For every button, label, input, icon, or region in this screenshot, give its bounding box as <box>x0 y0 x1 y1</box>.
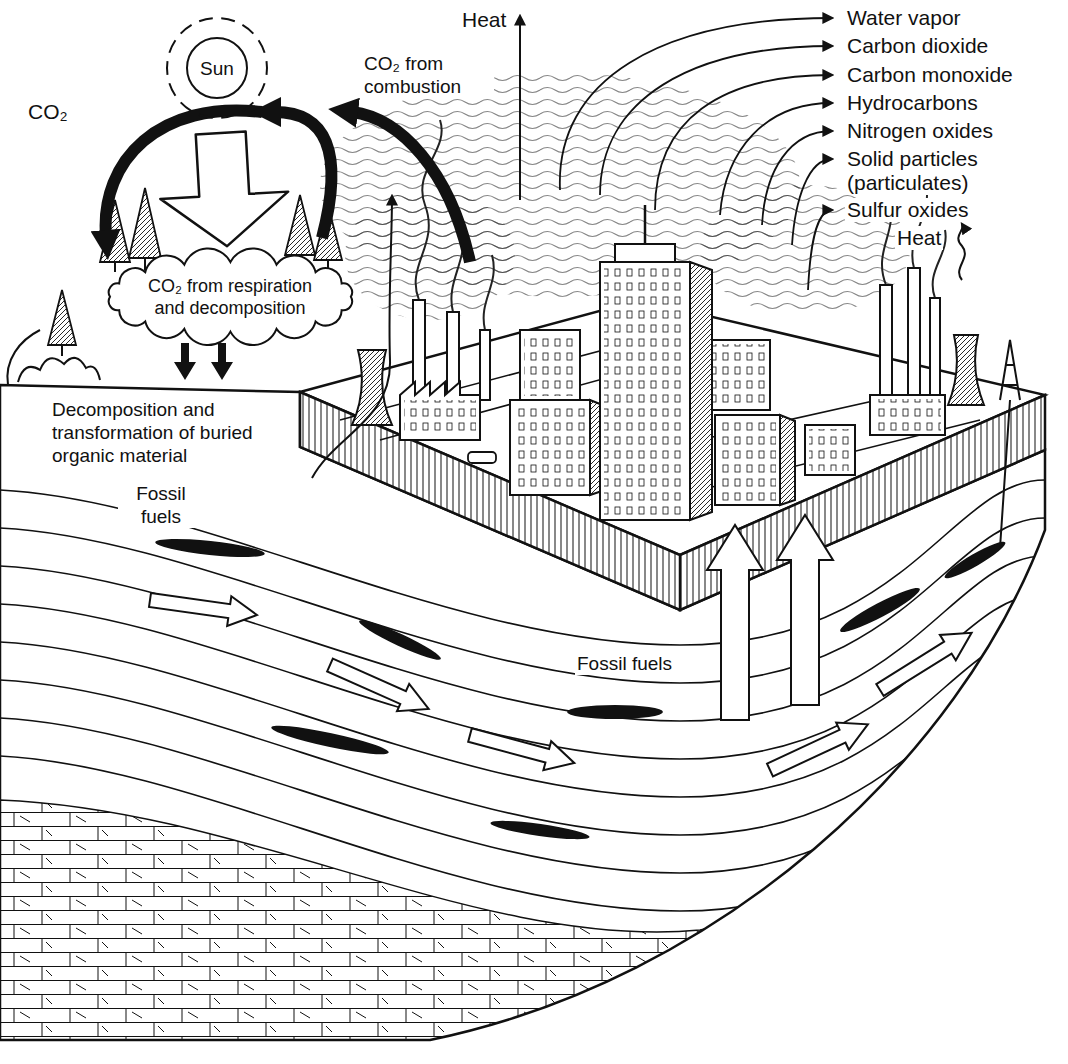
sun-ray <box>181 102 192 111</box>
building-windows <box>719 419 776 501</box>
sun-ray <box>166 61 168 75</box>
decomposition-arrow <box>312 196 392 478</box>
flow-arrow <box>764 711 875 784</box>
sun-ray <box>242 25 253 34</box>
sun-ray <box>169 40 175 53</box>
emission-label: Carbon monoxide <box>845 63 1015 87</box>
fossil-fuel-deposit <box>567 705 663 719</box>
emission-arrow <box>560 18 832 190</box>
spire <box>644 205 647 244</box>
factory <box>400 382 480 440</box>
building-windows <box>524 334 576 396</box>
emission-arrow <box>655 75 832 210</box>
fossil-fuel-deposit <box>837 583 923 638</box>
process-label: Decomposition and transformation of buri… <box>50 398 294 467</box>
sun-ray <box>266 61 268 75</box>
sun-ray <box>199 115 213 118</box>
fossil-fuel-deposit <box>942 537 1009 582</box>
co2-cloud: CO₂ from respiration and decomposition <box>94 246 367 348</box>
emission-arrow <box>808 210 832 290</box>
fossil-fuel-deposit <box>270 721 390 760</box>
bedrock <box>0 600 1045 1064</box>
heat-label: Heat <box>460 8 508 32</box>
fossil-fuel-label: Fossil fuels <box>118 482 204 528</box>
co2-release-arrow <box>275 112 331 238</box>
flow-arrow <box>148 585 259 630</box>
factory-windows <box>874 399 941 431</box>
ground-outline <box>0 385 1045 1040</box>
building <box>715 415 780 505</box>
fossil-fuel-deposit <box>490 817 591 843</box>
fossil-fuel-deposit <box>155 535 266 560</box>
sun-ray <box>199 18 213 21</box>
burial-arrow <box>174 343 233 380</box>
building-windows <box>809 429 851 471</box>
building <box>805 425 855 475</box>
sun-ray <box>259 40 265 53</box>
sun-ray <box>221 115 235 118</box>
emission-label: Carbon dioxide <box>845 34 990 58</box>
node-text: Sun <box>200 58 234 79</box>
emission-arrow <box>720 103 832 215</box>
emission-label: Solid particles (particulates) <box>845 147 1054 195</box>
heat-arrow <box>958 224 965 280</box>
skyscraper-windows <box>604 266 686 516</box>
sun-ray <box>242 102 253 111</box>
factory-windows <box>404 400 476 436</box>
emission-label: Sulfur oxides <box>845 198 970 222</box>
emission-label: Hydrocarbons <box>845 91 980 115</box>
sun-circle: Sun <box>152 3 282 133</box>
emission-label: Nitrogen oxides <box>845 119 995 143</box>
extraction-arrow <box>777 515 833 705</box>
process-label: CO₂ from combustion <box>362 52 494 98</box>
sun-disc <box>187 38 247 98</box>
heat-label: Heat <box>895 226 943 250</box>
combustion-arrow <box>352 112 470 262</box>
factory <box>870 395 945 435</box>
flow-arrow <box>466 721 578 778</box>
sun-ray <box>181 25 192 34</box>
emission-label: Water vapor <box>845 6 963 30</box>
cloud-outline <box>108 249 351 346</box>
flow-arrow <box>324 651 435 722</box>
building-side <box>780 415 795 505</box>
node-shape <box>94 246 367 348</box>
extraction-arrow <box>707 525 763 720</box>
building-windows <box>514 404 586 491</box>
building <box>510 400 590 495</box>
flow-arrow <box>872 620 979 703</box>
sunlight-arrow <box>160 132 288 247</box>
emission-arrow <box>792 159 832 245</box>
gas-label: CO₂ <box>26 100 70 124</box>
sun-ray <box>169 83 175 96</box>
building <box>520 330 580 400</box>
oil-derrick <box>1000 340 1020 548</box>
fossil-fuel-deposit <box>357 616 444 665</box>
building-windows <box>704 344 766 406</box>
skyscraper <box>600 262 690 520</box>
sun-ray <box>221 18 235 21</box>
sun-ray <box>259 83 265 96</box>
skyscraper-crown <box>615 244 675 262</box>
skyscraper-side <box>690 262 712 520</box>
car <box>468 452 496 463</box>
node-text: CO₂ from respiration and decomposition <box>148 276 312 318</box>
smoke-cloud <box>345 190 515 320</box>
fossil-fuel-label: Fossil fuels <box>575 652 674 675</box>
heat-arrow <box>519 16 521 200</box>
emission-arrow <box>600 46 832 195</box>
